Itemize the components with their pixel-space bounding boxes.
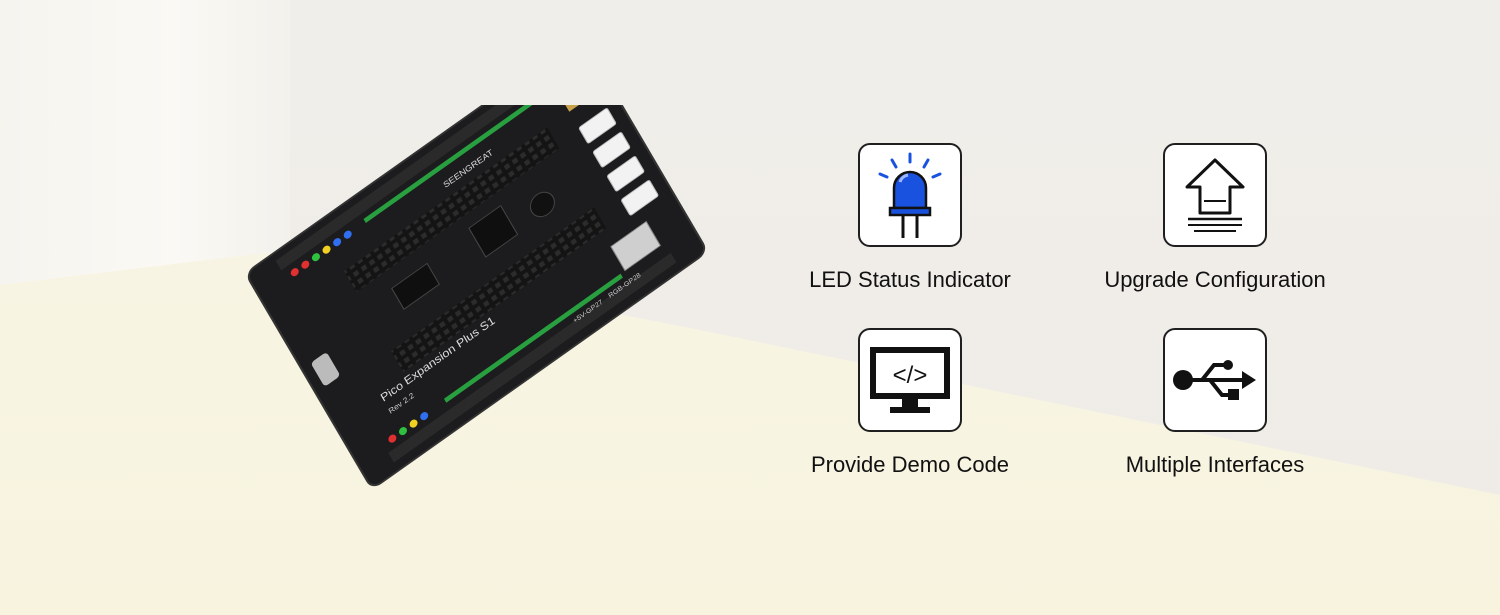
code-monitor-icon: </> [858,328,962,432]
led-icon [858,143,962,247]
left-wall [0,0,290,290]
svg-text:</>: </> [893,362,928,389]
feature-label: LED Status Indicator [809,267,1011,292]
usb-icon [1163,328,1267,432]
feature-label: Upgrade Configuration [1104,267,1326,292]
feature-demo-code: </> Provide Demo Code [745,328,1075,478]
expansion-board-image: Pico Expansion Plus S1 SEENGREAT Rev 2.2… [220,38,710,525]
feature-multiple-interfaces: Multiple Interfaces [1050,328,1380,478]
feature-led-status: LED Status Indicator [745,143,1075,293]
feature-label: Provide Demo Code [810,452,1010,477]
upload-icon [1163,143,1267,247]
feature-label: Multiple Interfaces [1125,452,1305,477]
feature-upgrade-config: Upgrade Configuration [1050,143,1380,293]
